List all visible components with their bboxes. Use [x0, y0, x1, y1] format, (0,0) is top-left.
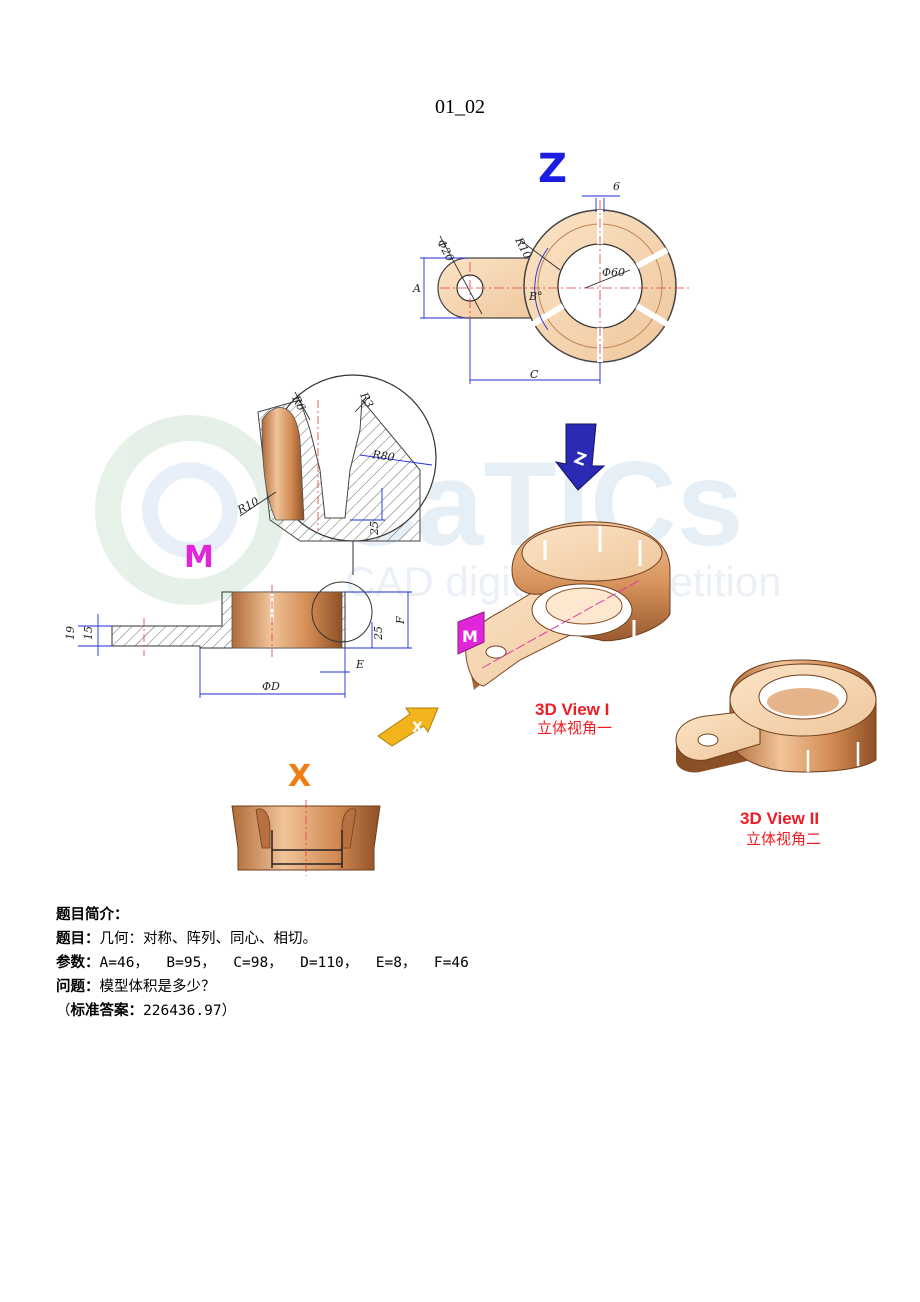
section-view-drawing: 19 15 25 F E ΦD: [64, 581, 412, 698]
view2-label-en: 3D View II: [740, 809, 819, 828]
dim-top-six: 6: [613, 180, 620, 193]
view1-label-en: 3D View I: [535, 700, 609, 719]
params-line: 参数：A=46， B=95， C=98， D=110， E=8， F=46: [56, 955, 469, 971]
question-line: 问题：模型体积是多少？: [56, 979, 216, 995]
page-title: 01_02: [435, 96, 485, 118]
dim-top-d20: Φ20: [434, 237, 456, 263]
3d-view-1: M: [457, 521, 671, 690]
dim-sec-15: 15: [82, 626, 95, 640]
view1-m-tag: M: [462, 627, 478, 646]
dim-detail-25: 25: [368, 521, 381, 536]
view2-label-cn: 立体视角二: [746, 830, 821, 848]
dim-top-c: C: [530, 368, 539, 381]
dim-top-a: A: [412, 282, 421, 295]
x-direction-arrow: X: [377, 707, 439, 747]
drawing-figure: CaTICs CAD digital competition Z: [64, 146, 877, 876]
dim-sec-f: F: [394, 616, 407, 625]
dim-sec-e: E: [355, 658, 364, 671]
detail-view: R6 R3 R80 R10 25: [234, 374, 437, 575]
dim-top-b: B°: [528, 290, 543, 303]
view1-label-cn: 立体视角一: [537, 719, 612, 737]
answer-line: （标准答案：226436.97）: [56, 1003, 237, 1019]
intro-line: 题目简介：: [56, 907, 129, 923]
top-view-drawing: Φ20 R10 6 A B° Φ60 C: [412, 180, 690, 384]
view-x-label: X: [288, 759, 311, 794]
dim-detail-r10: R10: [234, 495, 261, 517]
view-z-label: Z: [538, 146, 567, 192]
z-direction-arrow: Z: [554, 423, 606, 491]
problem-description: 题目简介： 题目：几何：对称、阵列、同心、相切。 参数：A=46， B=95， …: [56, 903, 876, 1023]
dim-detail-r80: R80: [371, 448, 396, 464]
x-view-drawing: [231, 800, 381, 876]
3d-view-2: [675, 659, 877, 773]
dim-sec-19: 19: [64, 626, 77, 640]
dim-sec-d: ΦD: [262, 680, 280, 693]
view-m-label: M: [184, 540, 214, 575]
watermark: CaTICs CAD digital competition: [95, 415, 782, 605]
dim-top-d60: Φ60: [602, 266, 625, 279]
dim-sec-25: 25: [372, 626, 385, 641]
topic-line: 题目：几何：对称、阵列、同心、相切。: [56, 931, 317, 947]
svg-text:X: X: [412, 720, 423, 736]
